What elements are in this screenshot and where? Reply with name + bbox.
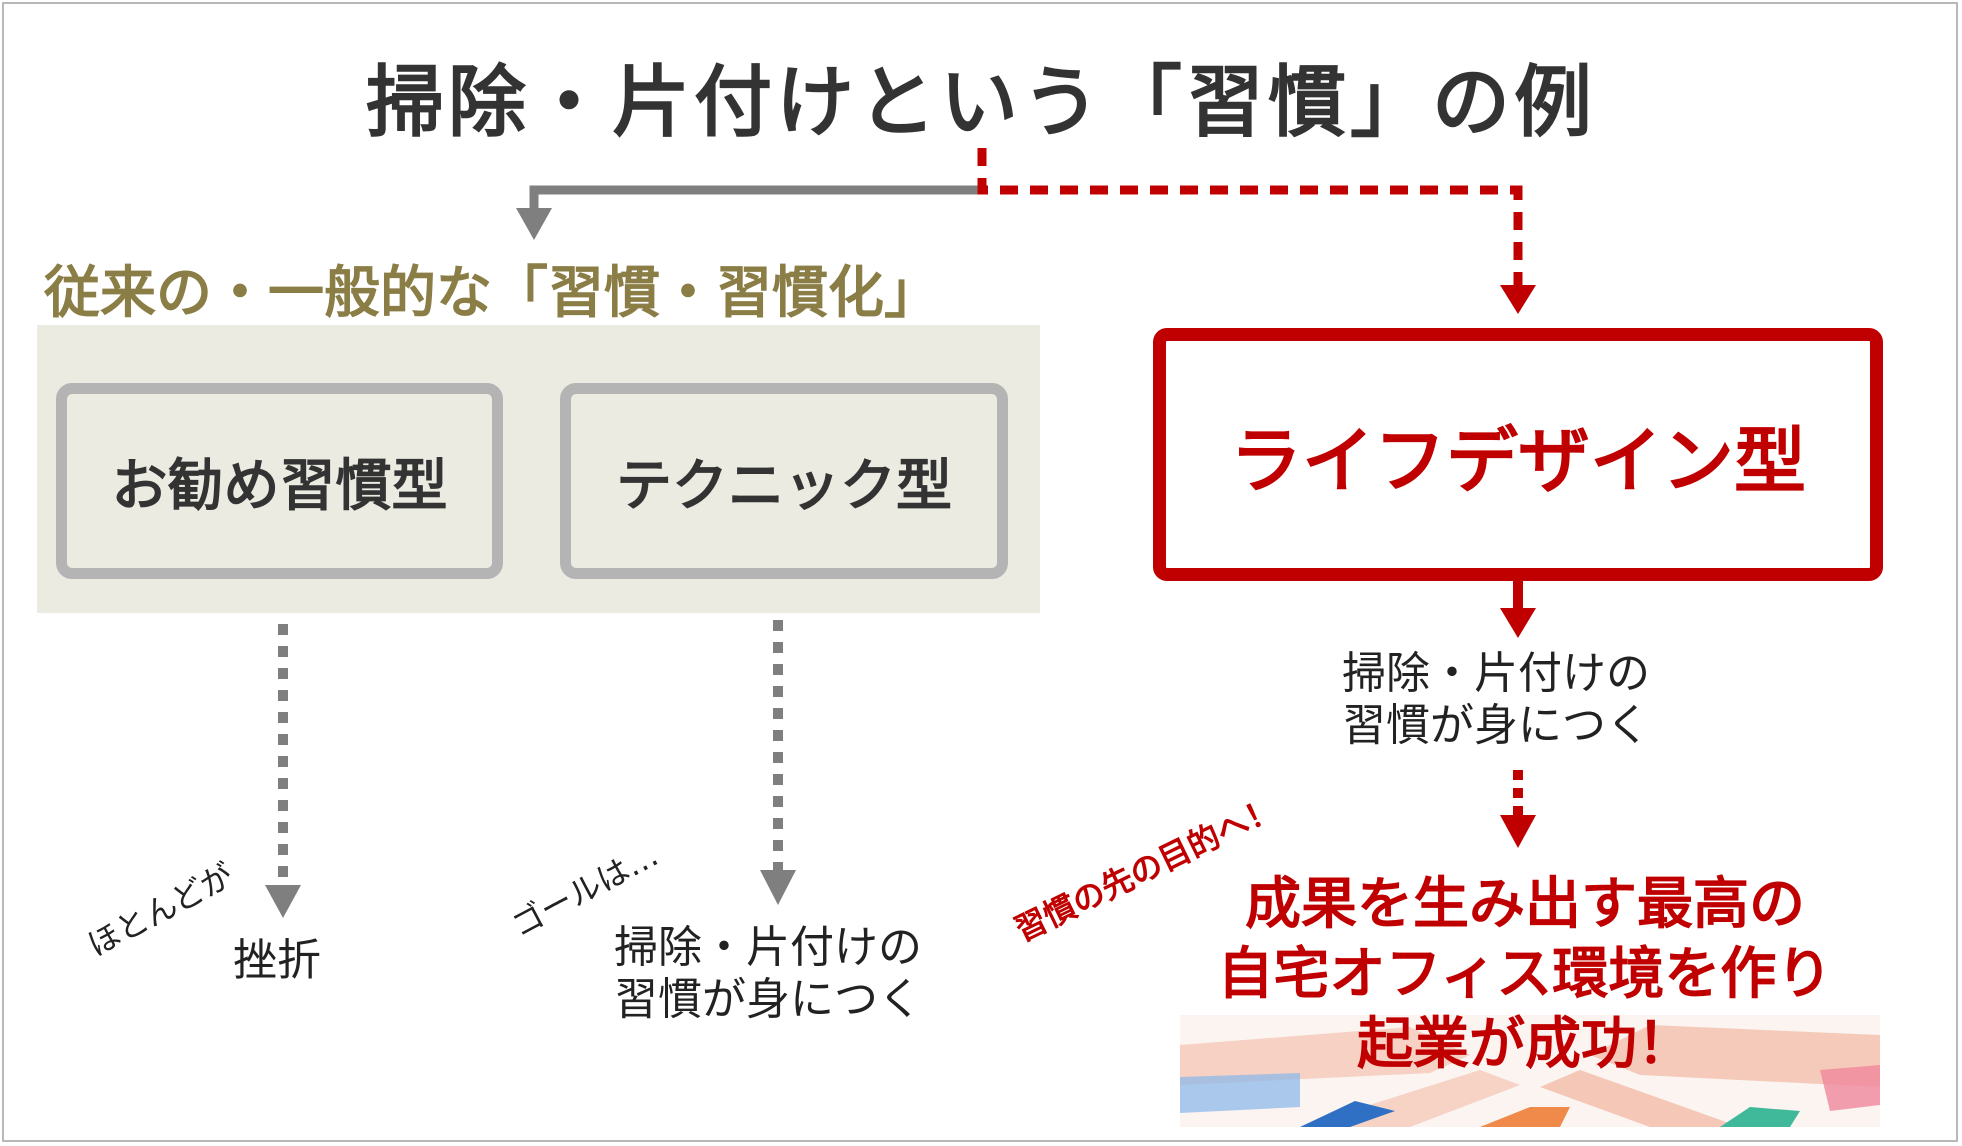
sleeve-shape	[1300, 1101, 1395, 1127]
gray-branch-line	[529, 185, 982, 208]
right-outcome-line1: 掃除・片付けの	[1342, 648, 1650, 699]
life-design-box: ライフデザイン型	[1153, 328, 1883, 581]
final-result-line3: 起業が成功！	[1357, 1012, 1693, 1077]
hand-shape	[1180, 1027, 1470, 1085]
recommended-habit-box: お勧め習慣型	[56, 383, 503, 579]
hand-shape	[1590, 1025, 1880, 1087]
final-result: 成果を生み出す最高の 自宅オフィス環境を作り 起業が成功！	[1175, 870, 1875, 1080]
left-outcome-result: 挫折	[233, 935, 321, 986]
sleeve-shape	[1180, 1073, 1300, 1113]
team-hands-illustration	[1180, 1015, 1880, 1127]
red-dotted-arrowhead	[1500, 815, 1536, 848]
final-result-line1: 成果を生み出す最高の	[1245, 872, 1805, 937]
red-solid-arrowhead	[1500, 608, 1536, 638]
red-branch-arrowhead	[1500, 285, 1536, 314]
technique-label: テクニック型	[616, 453, 952, 519]
sleeve-shape	[1720, 1107, 1800, 1127]
recommended-habit-label: お勧め習慣型	[111, 453, 448, 519]
left-dotted-arrowhead	[265, 885, 301, 918]
sleeve-shape	[1480, 1107, 1570, 1127]
final-result-line2: 自宅オフィス環境を作り	[1217, 942, 1833, 1007]
page-title: 掃除・片付けという「習慣」の例	[365, 58, 1596, 148]
red-dashed-branch-line	[977, 148, 1523, 285]
technique-box: テクニック型	[560, 383, 1008, 579]
right-outcome-result: 掃除・片付けの 習慣が身につく	[1342, 648, 1650, 752]
right-outcome-line2: 習慣が身につく	[1342, 700, 1650, 751]
section-label-rest: 「習慣・習慣化」	[492, 261, 940, 326]
middle-outcome-result: 掃除・片付けの 習慣が身につく	[614, 922, 922, 1026]
gray-branch-arrowhead	[516, 208, 552, 240]
middle-dotted-arrowhead	[760, 870, 796, 905]
life-design-label: ライフデザイン型	[1229, 419, 1806, 503]
hand-shape	[1540, 1070, 1740, 1127]
middle-outcome-line2: 習慣が身につく	[614, 974, 922, 1025]
section-label-underlined: 従来の・一般的な	[44, 261, 492, 332]
section-label: 従来の・一般的な「習慣・習慣化」	[44, 261, 940, 332]
sleeve-shape	[1820, 1065, 1880, 1111]
middle-outcome-line1: 掃除・片付けの	[614, 922, 922, 973]
